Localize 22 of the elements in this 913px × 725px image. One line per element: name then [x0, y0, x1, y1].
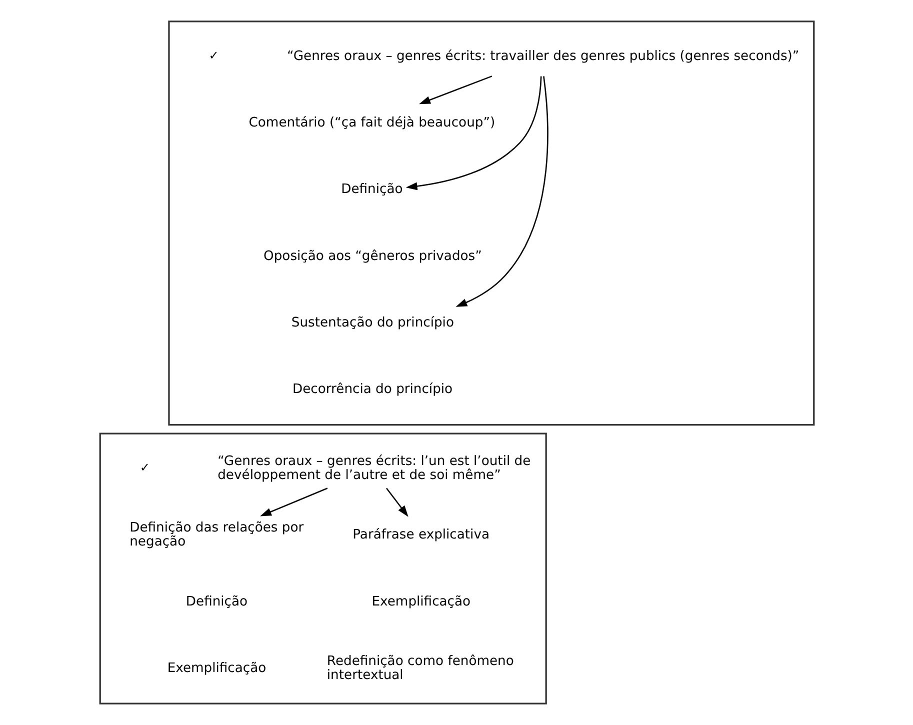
node-text: Definição: [185, 594, 248, 610]
node-text: Exemplificação: [371, 594, 470, 610]
node-text: Exemplificação: [166, 660, 266, 676]
label: ✓: [208, 48, 218, 63]
arrow: [418, 76, 492, 104]
node-text: Oposição aos “gêneros privados”: [263, 248, 482, 264]
label: ✓: [139, 460, 150, 475]
arrow: [405, 76, 542, 190]
node-text: Redefinição como fenômeno intertextual: [326, 654, 514, 684]
cluster: [98, 432, 546, 704]
arrow: [455, 76, 548, 307]
node-text: Sustentação do princípio: [290, 316, 454, 331]
node-text: “Genres oraux – genres écrits: travailler des genres publics (genres seconds)”: [286, 48, 799, 64]
cluster: [168, 20, 814, 426]
node-text: Definição: [340, 182, 402, 198]
arrow: [386, 488, 408, 517]
node-text: “Genres oraux – genres écrits: l’un est l’outil de devéloppement de l’autre et de soi même”: [217, 454, 530, 484]
node-text: Comentário (“ça fait déjà beaucoup”): [248, 116, 495, 131]
arrow: [260, 488, 328, 516]
node-text: Definição das relações por negação: [129, 520, 304, 550]
node-text: Paráfrase explicativa: [352, 528, 490, 543]
node-text: Decorrência do princípio: [292, 382, 452, 398]
